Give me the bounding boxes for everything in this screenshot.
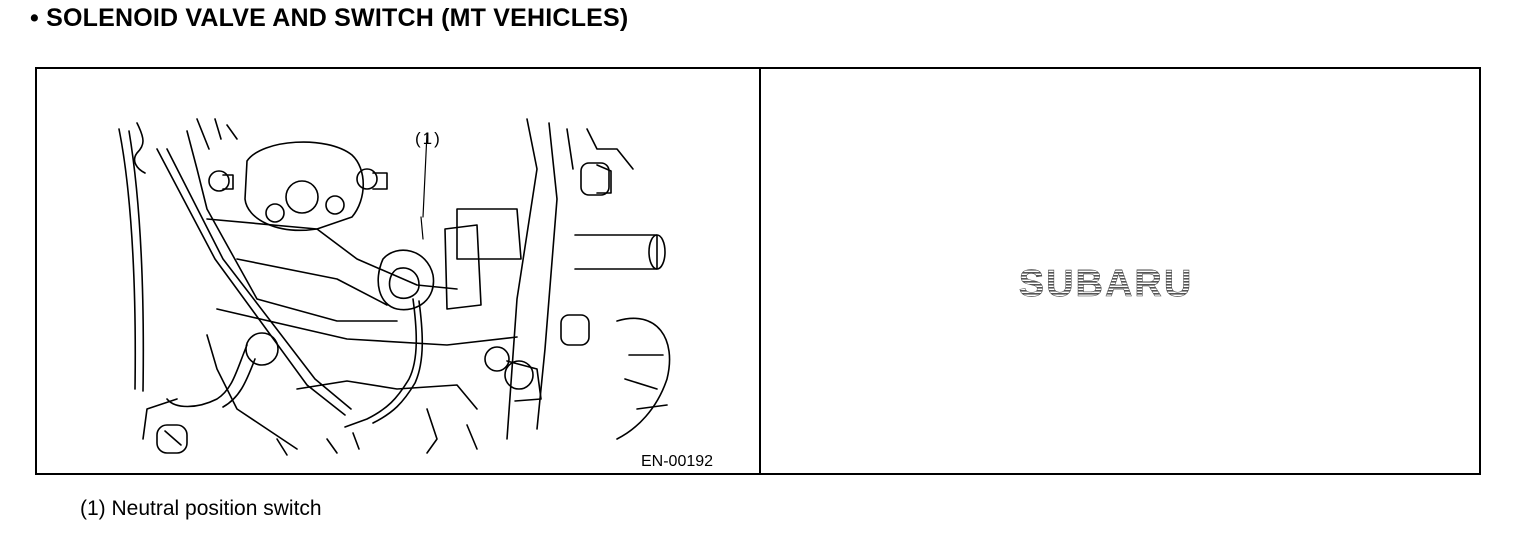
logo-panel: SUBARU [761,69,1479,473]
subaru-logo: SUBARU [1018,263,1194,304]
engine-illustration [118,118,671,456]
svg-text:SUBARU: SUBARU [1019,263,1194,304]
page-heading: • SOLENOID VALVE AND SWITCH (MT VEHICLES… [30,4,629,32]
figure-caption: (1) Neutral position switch [80,497,322,520]
illustration-panel: (1) EN-00192 [37,69,759,473]
callout-label-1: (1) [415,129,442,148]
figure-code: EN-00192 [641,453,714,470]
figure-frame: (1) EN-00192 SUBARU [35,67,1481,475]
panel-divider [759,69,761,473]
